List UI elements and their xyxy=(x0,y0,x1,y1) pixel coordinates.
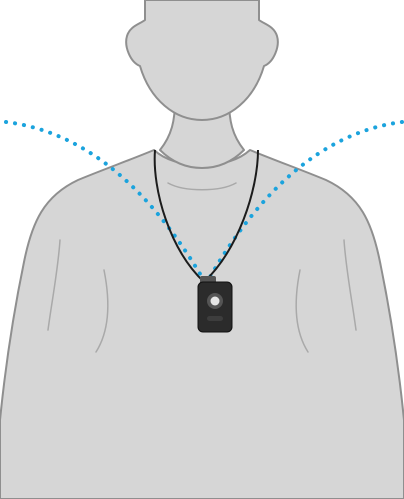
pendant-device xyxy=(198,276,232,332)
pendant-button-center xyxy=(211,297,220,306)
head-silhouette xyxy=(126,0,278,120)
pendant-speaker-icon xyxy=(207,316,223,321)
